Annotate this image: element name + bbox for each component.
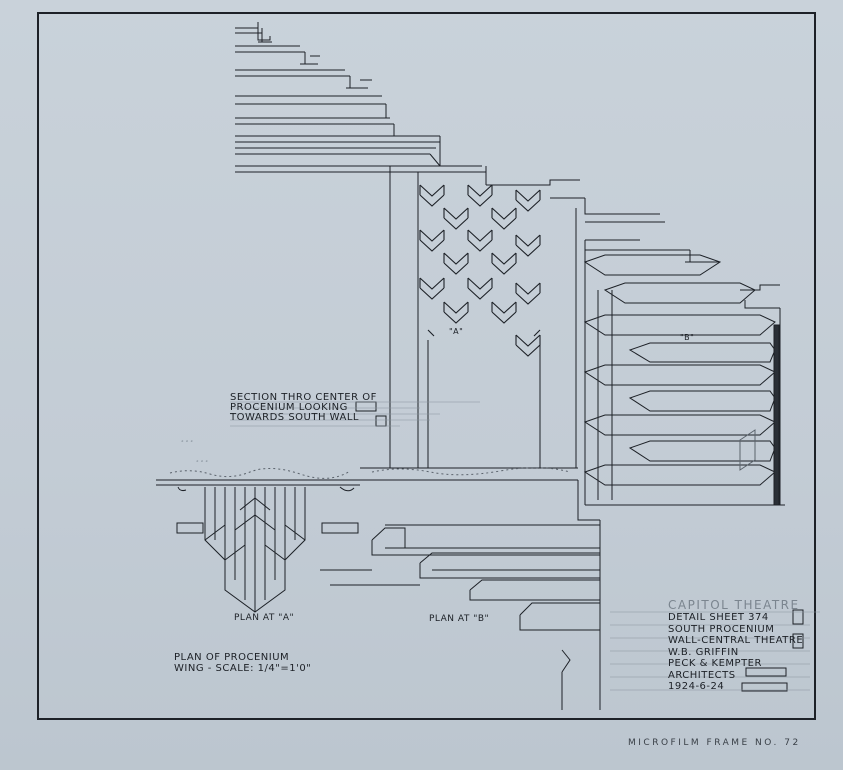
section-label-line: PROCENIUM LOOKING [230, 402, 348, 413]
title-block-line: W.B. GRIFFIN [668, 646, 739, 658]
plan-b [320, 480, 601, 710]
plan-title: PLAN OF PROCENIUM WING - SCALE: 1/4"=1'0… [174, 652, 311, 674]
plan-title-line: WING - SCALE: 1/4"=1'0" [174, 663, 312, 674]
plan-a [176, 487, 359, 613]
title-block-line: ARCHITECTS [668, 669, 736, 681]
marker-b: "B" [680, 333, 695, 342]
plan-title-line: PLAN OF PROCENIUM [174, 652, 290, 663]
title-block-line: PECK & KEMPTER [668, 658, 762, 669]
wall-lines [389, 166, 577, 468]
sheet-border [37, 12, 816, 720]
marker-a: "A" [449, 327, 464, 336]
chevron-panel [419, 184, 541, 357]
title-block-line: DETAIL SHEET 374 [668, 612, 769, 623]
plan-a-label: PLAN AT "A" [234, 613, 295, 623]
microfilm-label: MICROFILM FRAME NO. 72 [628, 738, 801, 748]
stepped-cornice [235, 22, 520, 186]
pencil-note: … [195, 450, 209, 466]
elevation-bands [583, 239, 785, 506]
pencil-note: … [180, 430, 194, 446]
section-label-line: SECTION THRO CENTER OF [230, 392, 377, 403]
title-block-line: SOUTH PROCENIUM [668, 623, 775, 635]
section-label: SECTION THRO CENTER OF PROCENIUM LOOKING… [230, 393, 377, 423]
section-label-line: TOWARDS SOUTH WALL [230, 412, 360, 423]
title-block-line: 1924-6-24 [668, 681, 725, 692]
floor-slab [156, 467, 578, 492]
title-block-line: WALL-CENTRAL THEATRE [668, 635, 804, 646]
project-name: CAPITOL THEATRE [668, 598, 800, 612]
title-block: CAPITOL THEATRE DETAIL SHEET 374 SOUTH P… [668, 598, 803, 693]
plan-b-label: PLAN AT "B" [429, 614, 490, 624]
